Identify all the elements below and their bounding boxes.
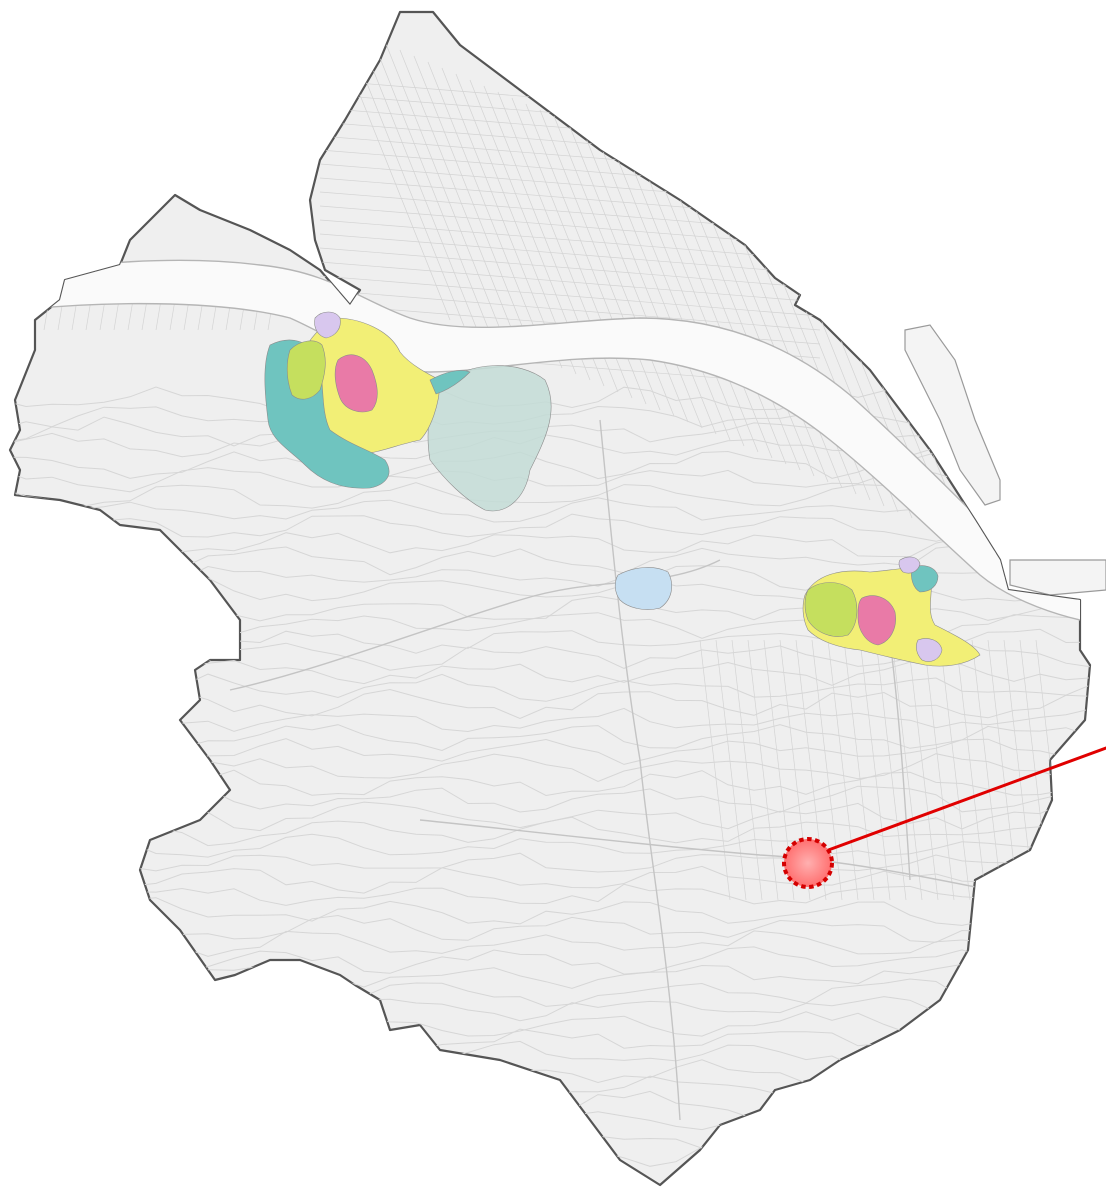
parcel-line bbox=[385, 43, 507, 345]
parcel-line bbox=[859, 639, 891, 901]
zone-public-facility bbox=[916, 638, 943, 662]
road bbox=[419, 819, 1041, 901]
zone-green-area bbox=[427, 365, 552, 512]
parcel-line bbox=[875, 639, 907, 901]
parcel-line bbox=[319, 233, 821, 275]
parcel-line bbox=[665, 163, 787, 465]
contour-line bbox=[10, 883, 1090, 908]
parcel-line bbox=[553, 115, 675, 417]
zone-public-facility bbox=[898, 556, 921, 574]
parcel-line bbox=[319, 275, 821, 317]
urban-area-northwest bbox=[264, 311, 552, 512]
parcel-line bbox=[907, 639, 939, 901]
zone-public-facility bbox=[314, 311, 341, 339]
parcel-line bbox=[811, 639, 843, 901]
parcel-line bbox=[843, 639, 875, 901]
contour-line bbox=[10, 865, 1090, 894]
contour-line bbox=[10, 852, 1090, 877]
leader-line bbox=[821, 746, 1106, 854]
parcel-line bbox=[987, 639, 1019, 901]
parcel-line bbox=[623, 145, 745, 447]
parcel-line bbox=[567, 121, 689, 423]
zone-industrial bbox=[911, 565, 939, 593]
zone-mixed-residential bbox=[804, 582, 858, 637]
parcel-line bbox=[679, 169, 801, 471]
zone-industrial bbox=[429, 370, 471, 395]
parcel-line bbox=[955, 639, 987, 901]
parcel-line bbox=[939, 639, 971, 901]
contour-line bbox=[10, 1139, 1090, 1168]
parcel-line bbox=[699, 639, 731, 901]
contour-line bbox=[10, 897, 1090, 926]
parcel-line bbox=[731, 639, 763, 901]
urban-area-east bbox=[802, 556, 981, 667]
parcel-line bbox=[357, 31, 479, 333]
contour-line bbox=[10, 1121, 1090, 1150]
road bbox=[599, 419, 681, 1121]
parcel-line bbox=[891, 639, 923, 901]
road bbox=[889, 639, 911, 881]
site-location-marker bbox=[782, 837, 834, 889]
zone-mixed-residential bbox=[286, 340, 326, 400]
contour-line bbox=[10, 1075, 1090, 1101]
contour-line bbox=[10, 1105, 1090, 1135]
parcel-line bbox=[581, 127, 703, 429]
parcel-line bbox=[319, 205, 821, 247]
outlying-island bbox=[904, 324, 1001, 506]
zone-commercial bbox=[857, 595, 896, 646]
parcel-line bbox=[539, 109, 661, 411]
parcel-line bbox=[595, 133, 717, 435]
contour-line bbox=[10, 513, 1090, 542]
parcel-line bbox=[413, 55, 535, 357]
outlying-coast bbox=[1009, 559, 1106, 596]
contour-line bbox=[10, 833, 1090, 858]
parcel-line bbox=[827, 639, 859, 901]
parcel-line bbox=[747, 639, 779, 901]
parcel-line bbox=[399, 49, 521, 351]
parcel-line bbox=[319, 247, 821, 289]
parcel-line bbox=[441, 67, 563, 369]
parcel-line bbox=[427, 61, 549, 363]
parcel-line bbox=[319, 261, 821, 303]
parcel-line bbox=[971, 639, 1003, 901]
parcel-line bbox=[319, 289, 821, 331]
parcel-line bbox=[637, 151, 759, 453]
parcel-line bbox=[923, 639, 955, 901]
contour-line bbox=[10, 497, 1090, 526]
zone-planned-area bbox=[614, 567, 673, 610]
parcel-line bbox=[319, 219, 821, 261]
parcel-line bbox=[651, 157, 773, 459]
contour-line bbox=[10, 1090, 1090, 1120]
zone-commercial bbox=[334, 354, 378, 413]
